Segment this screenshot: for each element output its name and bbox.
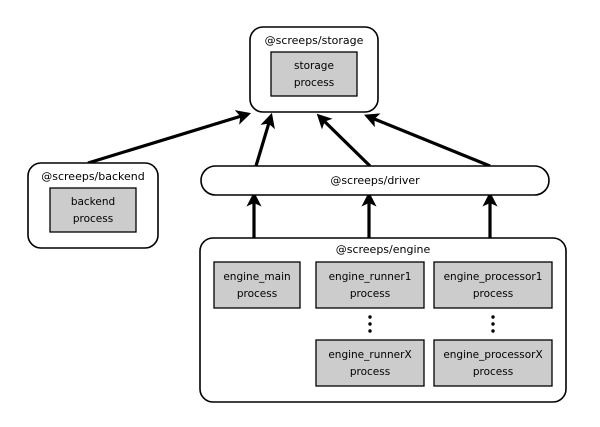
process-engine-runnerx-label-line1: engine_runnerX [328, 349, 411, 361]
process-engine-main-box [213, 261, 301, 309]
ellipsis-dot [368, 315, 372, 319]
process-engine-processorx-box [433, 339, 553, 387]
process-engine-main-label-line2: process [237, 288, 277, 300]
ellipsis-dot [491, 322, 495, 326]
edge-driver-to-storage-middle [316, 113, 372, 168]
package-driver-label: @screeps/driver [330, 174, 420, 187]
package-backend-label: @screeps/backend [41, 170, 145, 183]
process-engine-processor1-box [433, 261, 553, 309]
package-driver-box [200, 165, 550, 196]
ellipsis-processor-column [491, 315, 495, 333]
process-storage-box [270, 51, 358, 97]
process-engine-processorx-label-line1: engine_processorX [443, 349, 542, 361]
process-engine-processor1: engine_processor1 process [433, 261, 553, 309]
process-backend-label-line2: process [73, 213, 113, 225]
process-engine-runner1-label-line2: process [350, 288, 390, 300]
ellipsis-dot [491, 329, 495, 333]
process-storage-label-line1: storage [294, 60, 334, 72]
process-engine-runnerx-label-line2: process [350, 366, 390, 378]
process-engine-main: engine_main process [213, 261, 301, 309]
ellipsis-dot [491, 315, 495, 319]
edge-driver-to-storage-left [254, 112, 275, 167]
ellipsis-dot [368, 322, 372, 326]
process-engine-runnerx: engine_runnerX process [315, 339, 425, 387]
process-engine-runner1-box [315, 261, 425, 309]
process-engine-runner1: engine_runner1 process [315, 261, 425, 309]
process-engine-processorx: engine_processorX process [433, 339, 553, 387]
process-engine-processorx-label-line2: process [473, 366, 513, 378]
process-engine-main-label-line1: engine_main [223, 271, 290, 283]
process-storage-label-line2: process [294, 77, 334, 89]
process-backend-box [49, 187, 137, 233]
edge-backend-to-storage [87, 110, 252, 165]
process-backend-label-line1: backend [71, 196, 115, 208]
process-engine-processor1-label-line2: process [473, 288, 513, 300]
package-driver[interactable]: @screeps/driver [200, 165, 550, 196]
package-backend[interactable]: @screeps/backend backend process [27, 162, 159, 249]
process-engine-runnerx-box [315, 339, 425, 387]
package-engine-label: @screeps/engine [336, 243, 431, 256]
process-engine-processor1-label-line1: engine_processor1 [444, 271, 543, 283]
ellipsis-runner-column [368, 315, 372, 333]
edge-group [87, 110, 498, 238]
ellipsis-dot [368, 329, 372, 333]
edge-driver-to-storage-right [364, 113, 491, 168]
package-storage-label: @screeps/storage [265, 34, 364, 47]
process-engine-runner1-label-line1: engine_runner1 [329, 271, 412, 283]
package-engine[interactable]: @screeps/engine engine_main process engi… [199, 237, 567, 403]
package-storage[interactable]: @screeps/storage storage process [249, 26, 379, 113]
